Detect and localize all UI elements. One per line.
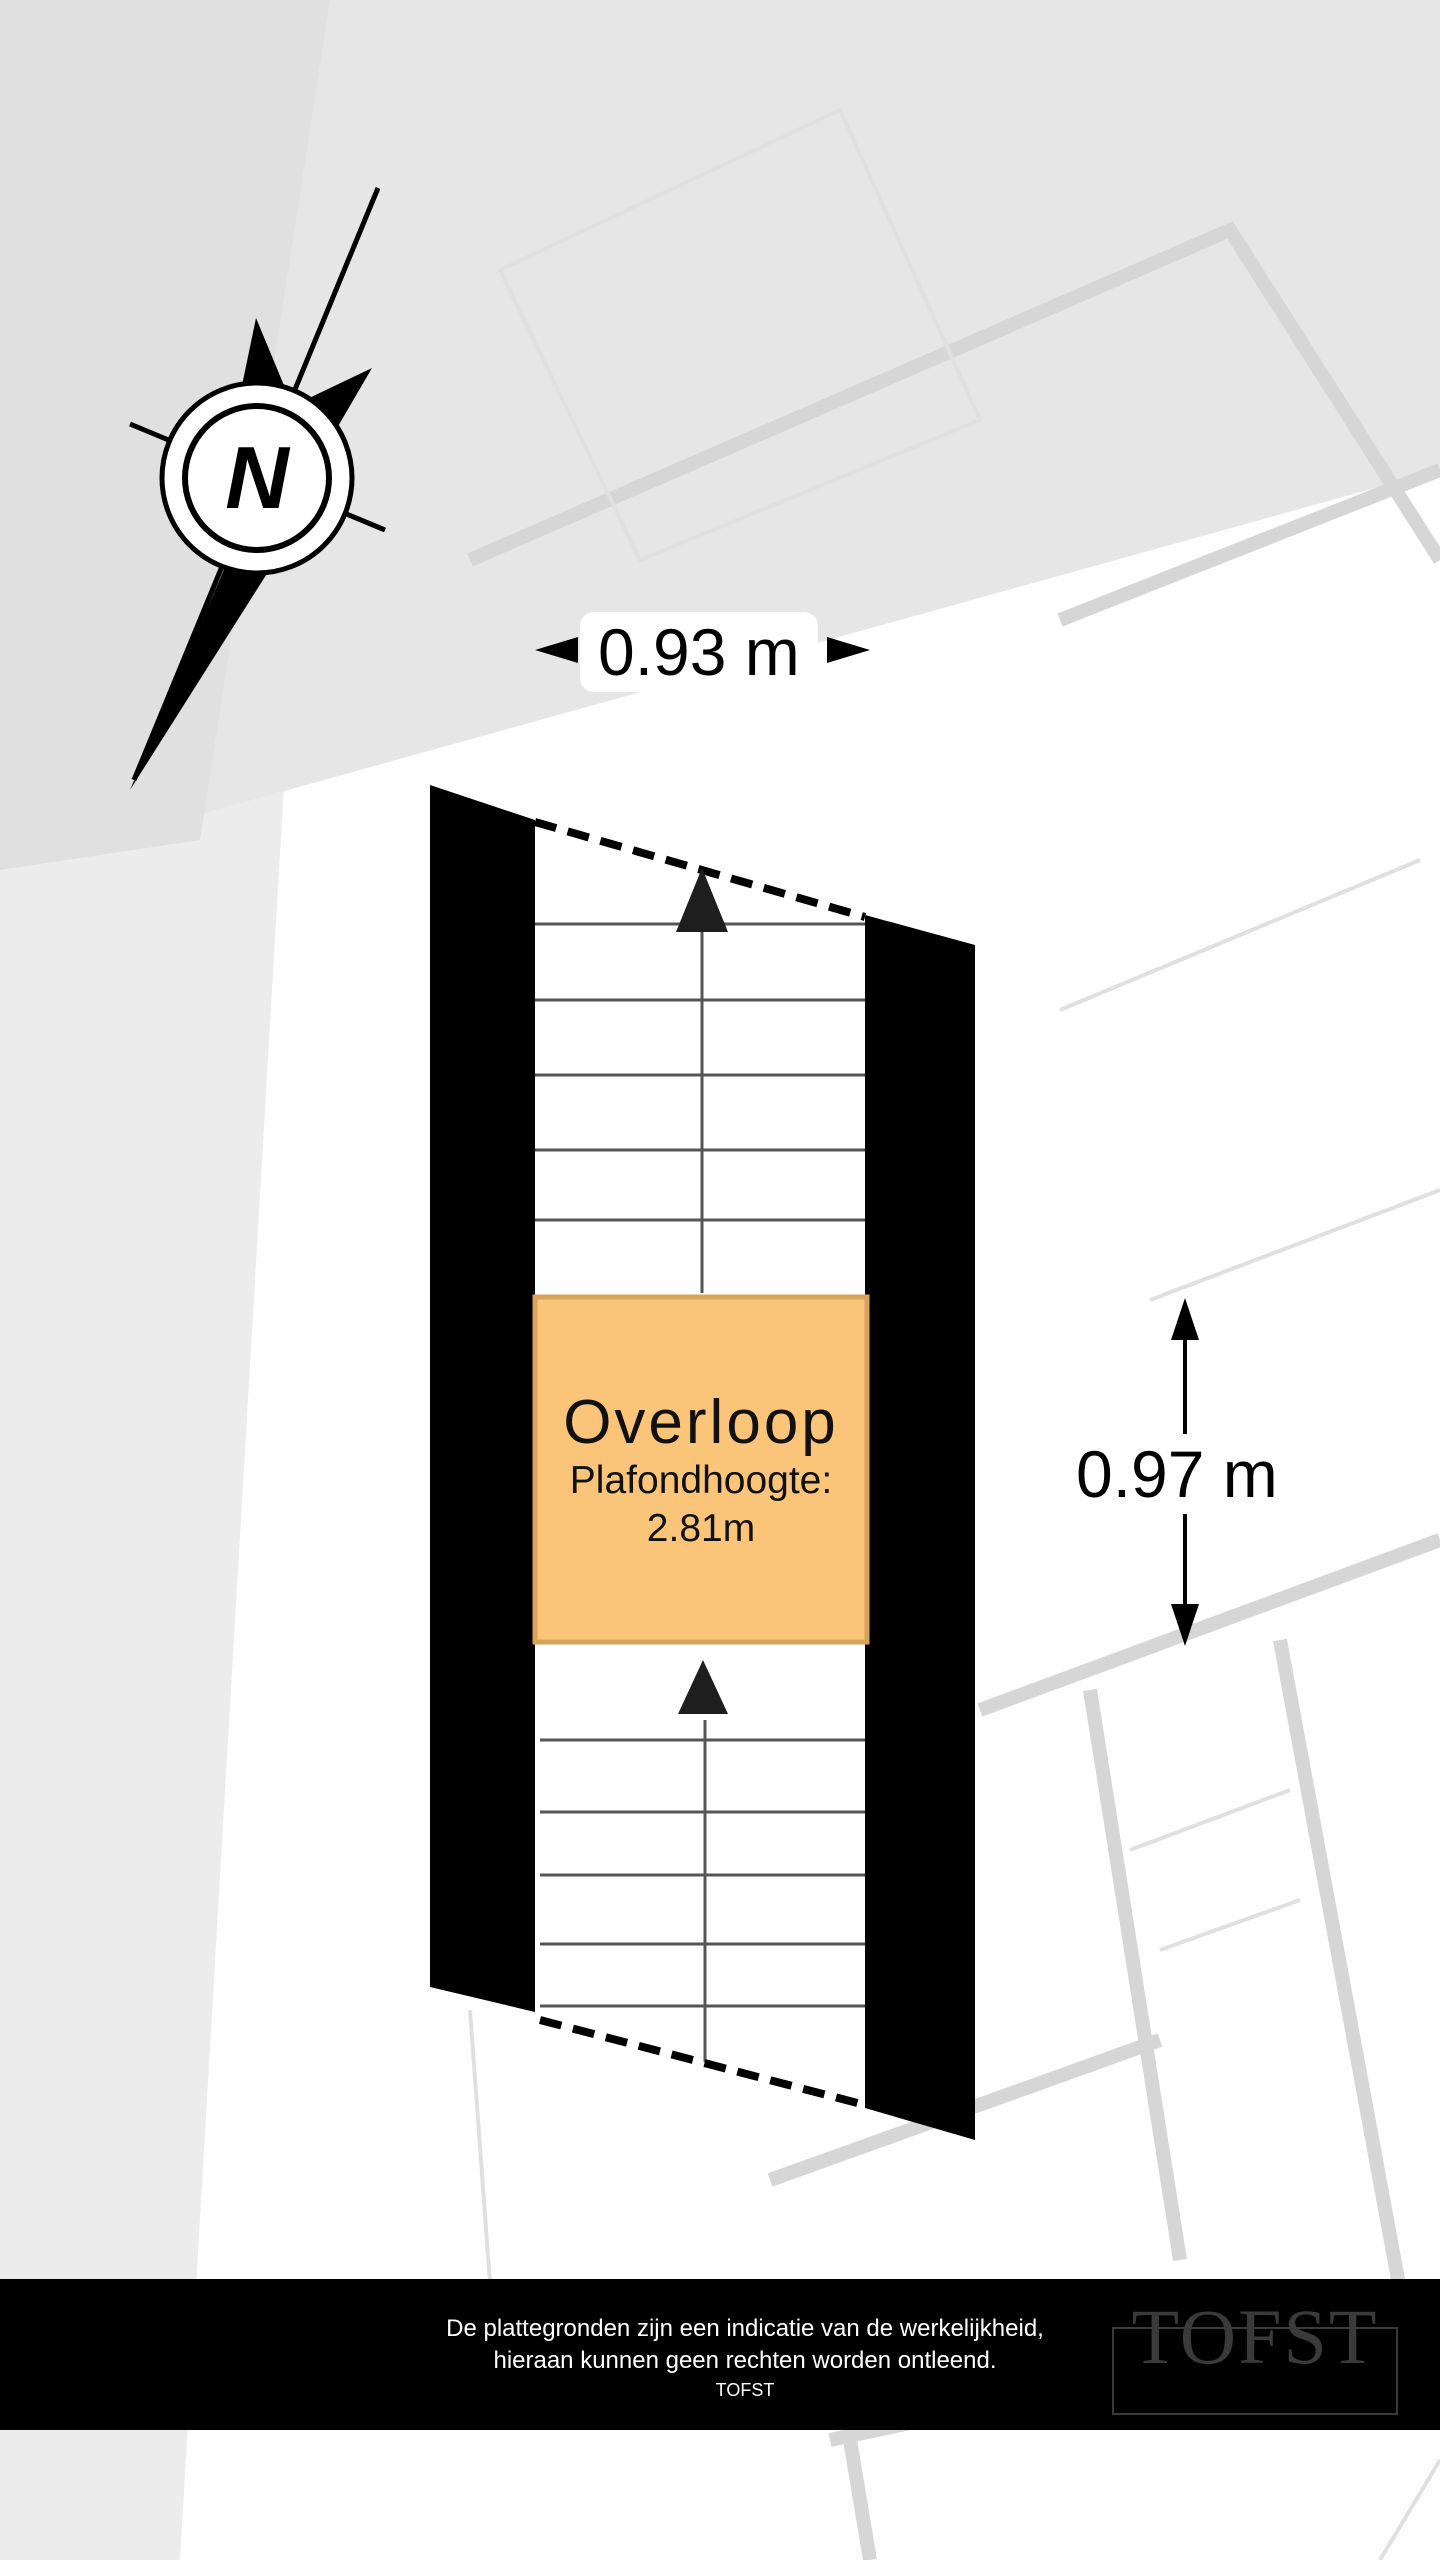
wall-left <box>430 785 535 2012</box>
background-floorplan-thin <box>468 107 1440 2560</box>
arrow-left-icon <box>535 637 578 663</box>
compass-icon <box>129 187 386 790</box>
ceiling-height-label: Plafondhoogte: <box>569 1458 833 1502</box>
room-label-overloop: Overloop Plafondhoogte: 2.81m <box>535 1298 867 1643</box>
arrow-up-icon <box>1171 1298 1199 1340</box>
arrow-right-icon <box>827 637 870 663</box>
disclaimer-brand: TOFST <box>715 2380 775 2400</box>
room-name: Overloop <box>563 1387 839 1457</box>
arrow-down-icon <box>1171 1604 1199 1646</box>
ceiling-height-value: 2.81m <box>646 1506 756 1550</box>
staircase-lower <box>538 1648 867 2109</box>
footer-bar: De plattegronden zijn een indicatie van … <box>0 2279 1440 2430</box>
dimension-arrows <box>535 637 1199 1646</box>
arrow-up-icon <box>676 868 728 932</box>
staircase-upper <box>533 818 867 1293</box>
height-dimension-label: 0.97 m <box>1058 1434 1296 1514</box>
width-dimension-label: 0.93 m <box>580 612 818 692</box>
background-shade-top <box>0 0 1440 870</box>
logo-text: TOFST <box>1131 2293 1379 2380</box>
tofst-logo: TOFST <box>1112 2295 1398 2415</box>
arrow-up-icon <box>678 1660 728 1714</box>
disclaimer-line-1: De plattegronden zijn een indicatie van … <box>446 2315 1044 2342</box>
background-shade-dark <box>0 0 330 870</box>
compass-north-label: N <box>225 428 289 527</box>
wall-right <box>865 915 975 2140</box>
disclaimer-line-2: hieraan kunnen geen rechten worden ontle… <box>493 2347 997 2374</box>
room-overloop-fill <box>532 1294 870 1645</box>
disclaimer: De plattegronden zijn een indicatie van … <box>380 2313 1110 2403</box>
